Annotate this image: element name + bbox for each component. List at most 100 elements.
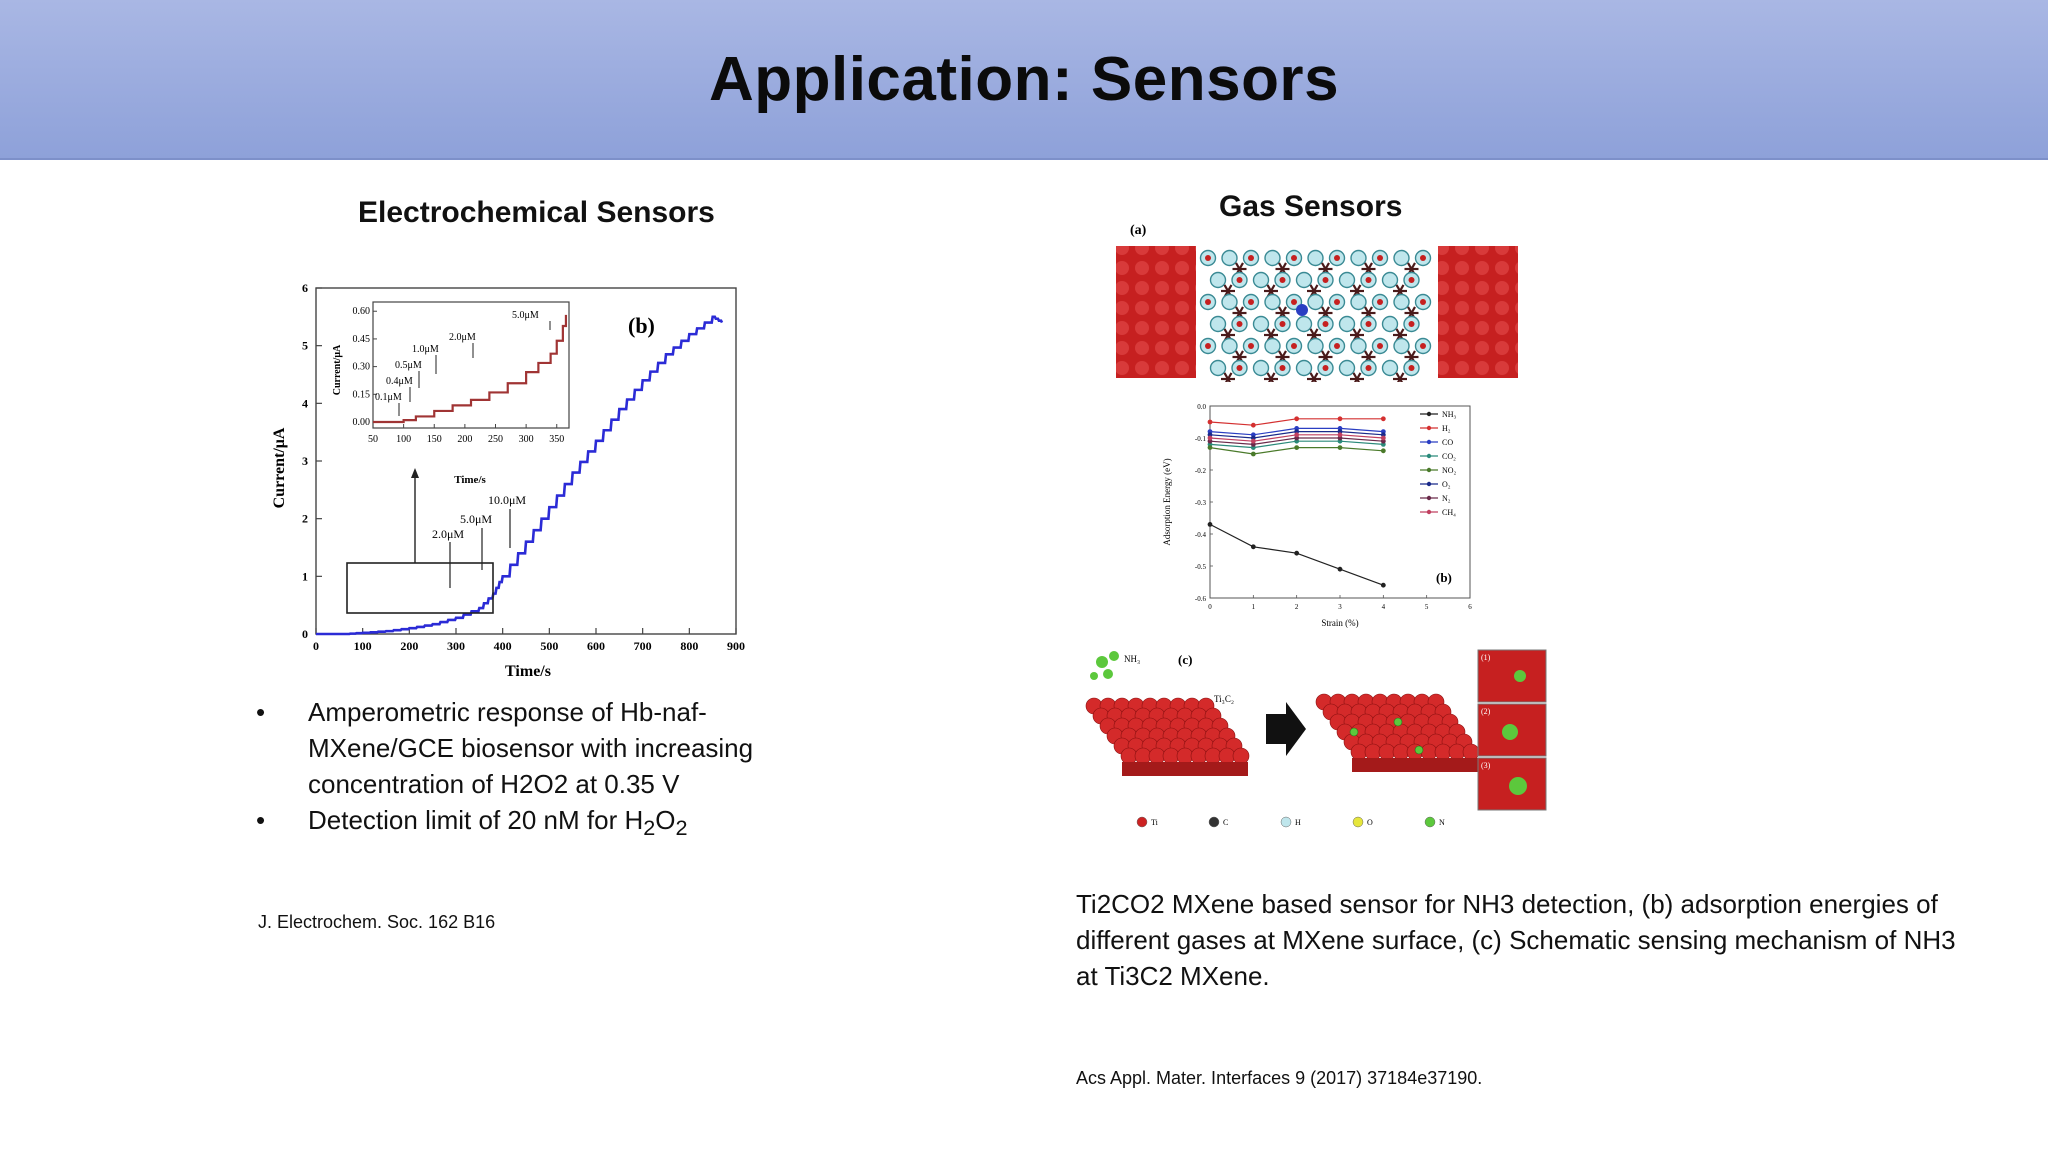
lattice-atom <box>1295 359 1313 377</box>
lattice-bond <box>1267 372 1276 382</box>
lattice-ti <box>1365 365 1372 371</box>
main-annotation-5uM: 5.0μM <box>460 512 492 570</box>
lattice-ti <box>1377 255 1383 261</box>
lattice-ti <box>1236 365 1243 371</box>
lattice-atom <box>1221 249 1238 267</box>
lattice-ti <box>1291 255 1297 261</box>
lattice-ti <box>1248 343 1254 349</box>
legend-marker <box>1426 467 1432 473</box>
inset-x-tick-label: 100 <box>396 434 411 445</box>
y-tick-label: 0.0 <box>1197 403 1206 411</box>
lattice-ti <box>1322 321 1329 327</box>
ti-atom <box>1420 743 1438 761</box>
inset-x-tick-label: 150 <box>427 434 442 445</box>
ti-atom <box>1204 747 1222 765</box>
element-legend-label: Ti <box>1151 818 1159 827</box>
data-point <box>1337 416 1343 422</box>
legend-label: NO₂ <box>1442 466 1457 475</box>
main-annotation-10uM: 10.0μM <box>488 493 526 548</box>
electrode-left <box>1116 246 1196 378</box>
data-point <box>1250 422 1256 428</box>
ti-atom <box>1350 743 1368 761</box>
element-legend-marker <box>1280 816 1292 828</box>
data-point <box>1337 566 1343 572</box>
lattice-atom <box>1338 315 1356 333</box>
panel-label-a: (a) <box>1130 223 1147 238</box>
data-point <box>1380 416 1386 422</box>
lattice-ti <box>1236 321 1243 327</box>
lattice-atom <box>1307 337 1324 355</box>
inset-series-line <box>373 314 568 424</box>
lattice-ti <box>1291 343 1297 349</box>
data-point <box>1207 419 1213 425</box>
bullet-item: Detection limit of 20 nM for H2O2 <box>250 802 810 846</box>
x-tick-label: 0 <box>1208 603 1212 611</box>
y-tick-label: -0.1 <box>1195 435 1207 443</box>
x-tick-label: 400 <box>494 639 512 653</box>
ti-atom <box>1218 747 1236 765</box>
bullet-text: Amperometric response of Hb-naf-MXene/GC… <box>308 697 754 799</box>
y-tick-label: 3 <box>302 454 308 468</box>
lattice-ti <box>1322 365 1329 371</box>
thumb-label: (3) <box>1481 761 1491 770</box>
y-tick-label: -0.4 <box>1195 531 1207 539</box>
lattice-ti <box>1334 343 1340 349</box>
legend-marker <box>1426 439 1432 445</box>
legend-marker <box>1426 481 1432 487</box>
lattice-ti <box>1248 299 1254 305</box>
gas-sensor-caption: Ti2CO2 MXene based sensor for NH3 detect… <box>1076 889 1956 991</box>
data-point <box>1337 432 1343 438</box>
ti3c2-slab-clean <box>1085 697 1250 776</box>
ti3c2-label: Ti₃C₂ <box>1214 694 1234 704</box>
legend-label: CO₂ <box>1442 452 1456 461</box>
inset-annotation-label: 1.0μM <box>412 344 439 355</box>
lattice-atom <box>1393 293 1410 311</box>
slab-edge <box>1352 758 1366 772</box>
slab-edge <box>1164 762 1178 776</box>
zoom-box <box>346 562 494 614</box>
inset-y-tick-label: 0.30 <box>353 362 371 373</box>
lattice-atom <box>1338 359 1356 377</box>
lattice-atom <box>1381 359 1399 377</box>
lattice-ti <box>1322 277 1329 283</box>
lattice-atom <box>1295 315 1313 333</box>
ti3c2-slab-adsorbed <box>1315 693 1480 772</box>
inset-annotation-label: 2.0μM <box>449 332 476 343</box>
nh3-molecules <box>1090 651 1119 680</box>
right-citation: Acs Appl. Mater. Interfaces 9 (2017) 371… <box>1076 1068 1483 1088</box>
ti-atom <box>1434 743 1452 761</box>
y-tick-label: 0 <box>302 627 308 641</box>
lattice-ti <box>1408 277 1415 283</box>
lattice-ti <box>1408 321 1415 327</box>
slab-edge <box>1234 762 1248 776</box>
slide-title: Application: Sensors <box>708 45 1340 114</box>
lattice-atom <box>1338 271 1356 289</box>
ti-atom <box>1462 743 1480 761</box>
bullet-text-tail: O <box>655 805 676 835</box>
bullet-text: Detection limit of 20 nM for H <box>308 805 644 835</box>
electrode-right <box>1438 246 1518 378</box>
ti-atom <box>1134 747 1152 765</box>
gas-sensors-heading: Gas Sensors <box>1219 190 1403 223</box>
lattice-ti <box>1420 255 1426 261</box>
adsorbed-nh3 <box>1414 745 1424 755</box>
slab-edge <box>1150 762 1164 776</box>
lattice-ti <box>1205 299 1211 305</box>
lattice-atom <box>1209 315 1227 333</box>
title-banner: Application: Sensors <box>0 0 2048 160</box>
lattice-atom <box>1252 315 1270 333</box>
lattice-atom <box>1393 249 1410 267</box>
data-point <box>1380 582 1386 588</box>
lattice-ti <box>1279 277 1286 283</box>
legend-label: NH₃ <box>1442 410 1457 419</box>
legend-label: N₂ <box>1442 494 1451 503</box>
lattice-atom <box>1221 293 1238 311</box>
panel-label-b: (b) <box>628 313 655 338</box>
lattice-atom <box>1307 293 1324 311</box>
ti-atom <box>1190 747 1208 765</box>
inset-x-tick-label: 200 <box>457 434 472 445</box>
series-line-current <box>316 315 724 636</box>
lattice-ti <box>1279 365 1286 371</box>
